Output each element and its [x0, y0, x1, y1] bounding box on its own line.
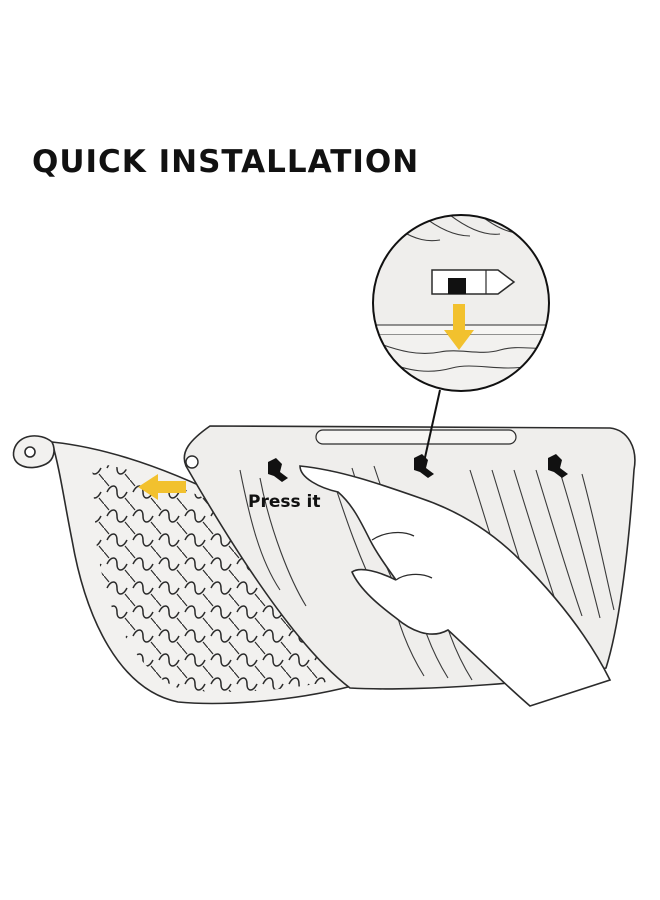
page-title: QUICK INSTALLATION: [32, 144, 420, 180]
keyhole-slot-icon: [268, 454, 568, 482]
magnifier-circle-icon: [372, 214, 550, 392]
callout-leader-line: [423, 389, 441, 463]
press-it-label: Press it: [248, 492, 320, 512]
arrow-down-icon: [444, 304, 474, 350]
arrow-left-icon: [138, 474, 186, 500]
hand-icon: [299, 465, 612, 707]
hanging-tab: [12, 435, 55, 469]
panel-slot: [315, 429, 517, 445]
drain-mat: [12, 435, 354, 705]
